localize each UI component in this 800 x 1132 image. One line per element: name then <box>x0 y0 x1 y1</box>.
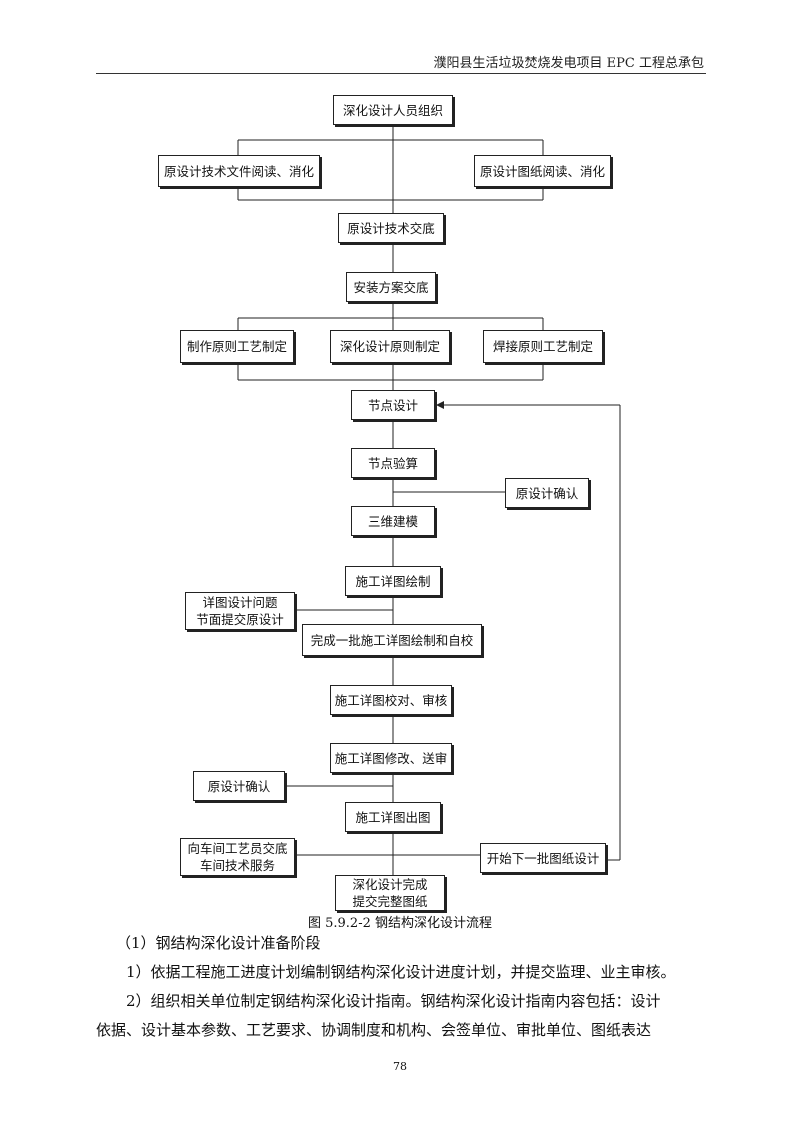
node-batch-self-check: 完成一批施工详图绘制和自校 <box>302 624 482 656</box>
paragraph-1: 1）依据工程施工进度计划编制钢结构深化设计进度计划，并提交监理、业主审核。 <box>126 963 676 981</box>
page-number: 78 <box>393 1060 407 1073</box>
node-install-plan: 安装方案交底 <box>346 272 436 302</box>
node-read-tech-docs: 原设计技术文件阅读、消化 <box>158 155 320 187</box>
node-drawing-issue-line2: 节面提交原设计 <box>196 612 284 627</box>
section-heading: （1）钢结构深化设计准备阶段 <box>116 934 321 952</box>
node-drawing-issue: 详图设计问题 节面提交原设计 <box>185 592 295 630</box>
paragraph-2-line1: 2）组织相关单位制定钢结构深化设计指南。钢结构深化设计指南内容包括：设计 <box>126 992 661 1010</box>
node-drawing-issue-line1: 详图设计问题 <box>202 595 278 610</box>
node-design-team: 深化设计人员组织 <box>333 95 453 125</box>
node-read-drawings: 原设计图纸阅读、消化 <box>474 155 611 187</box>
node-next-batch: 开始下一批图纸设计 <box>480 843 606 873</box>
node-joint-check: 节点验算 <box>351 448 435 478</box>
node-fabrication-principles: 制作原则工艺制定 <box>180 330 294 363</box>
header-project-title: 濮阳县生活垃圾焚烧发电项目 EPC 工程总承包 <box>433 56 704 71</box>
header-divider <box>96 73 706 74</box>
node-design-principles: 深化设计原则制定 <box>330 330 450 363</box>
node-original-confirm-2: 原设计确认 <box>193 771 285 801</box>
node-3d-modeling: 三维建模 <box>351 506 435 536</box>
node-welding-principles: 焊接原则工艺制定 <box>483 330 603 363</box>
node-workshop-disclosure: 向车间工艺员交底 车间技术服务 <box>180 838 295 876</box>
node-revise-submit: 施工详图修改、送审 <box>330 743 452 773</box>
node-complete: 深化设计完成 提交完整图纸 <box>335 875 445 911</box>
node-shop-drawing: 施工详图绘制 <box>345 566 441 596</box>
figure-caption: 图 5.9.2-2 钢结构深化设计流程 <box>307 916 492 931</box>
node-complete-line2: 提交完整图纸 <box>352 894 428 909</box>
node-workshop-line1: 向车间工艺员交底 <box>187 841 288 856</box>
node-original-confirm-1: 原设计确认 <box>505 478 589 508</box>
node-tech-disclosure: 原设计技术交底 <box>338 213 444 243</box>
node-complete-line1: 深化设计完成 <box>352 877 428 892</box>
node-joint-design: 节点设计 <box>351 390 435 420</box>
node-issue-drawing: 施工详图出图 <box>345 802 441 832</box>
paragraph-2-line2: 依据、设计基本参数、工艺要求、协调制度和机构、会签单位、审批单位、图纸表达 <box>96 1021 652 1039</box>
node-proofread-review: 施工详图校对、审核 <box>330 685 452 715</box>
node-workshop-line2: 车间技术服务 <box>199 858 275 873</box>
